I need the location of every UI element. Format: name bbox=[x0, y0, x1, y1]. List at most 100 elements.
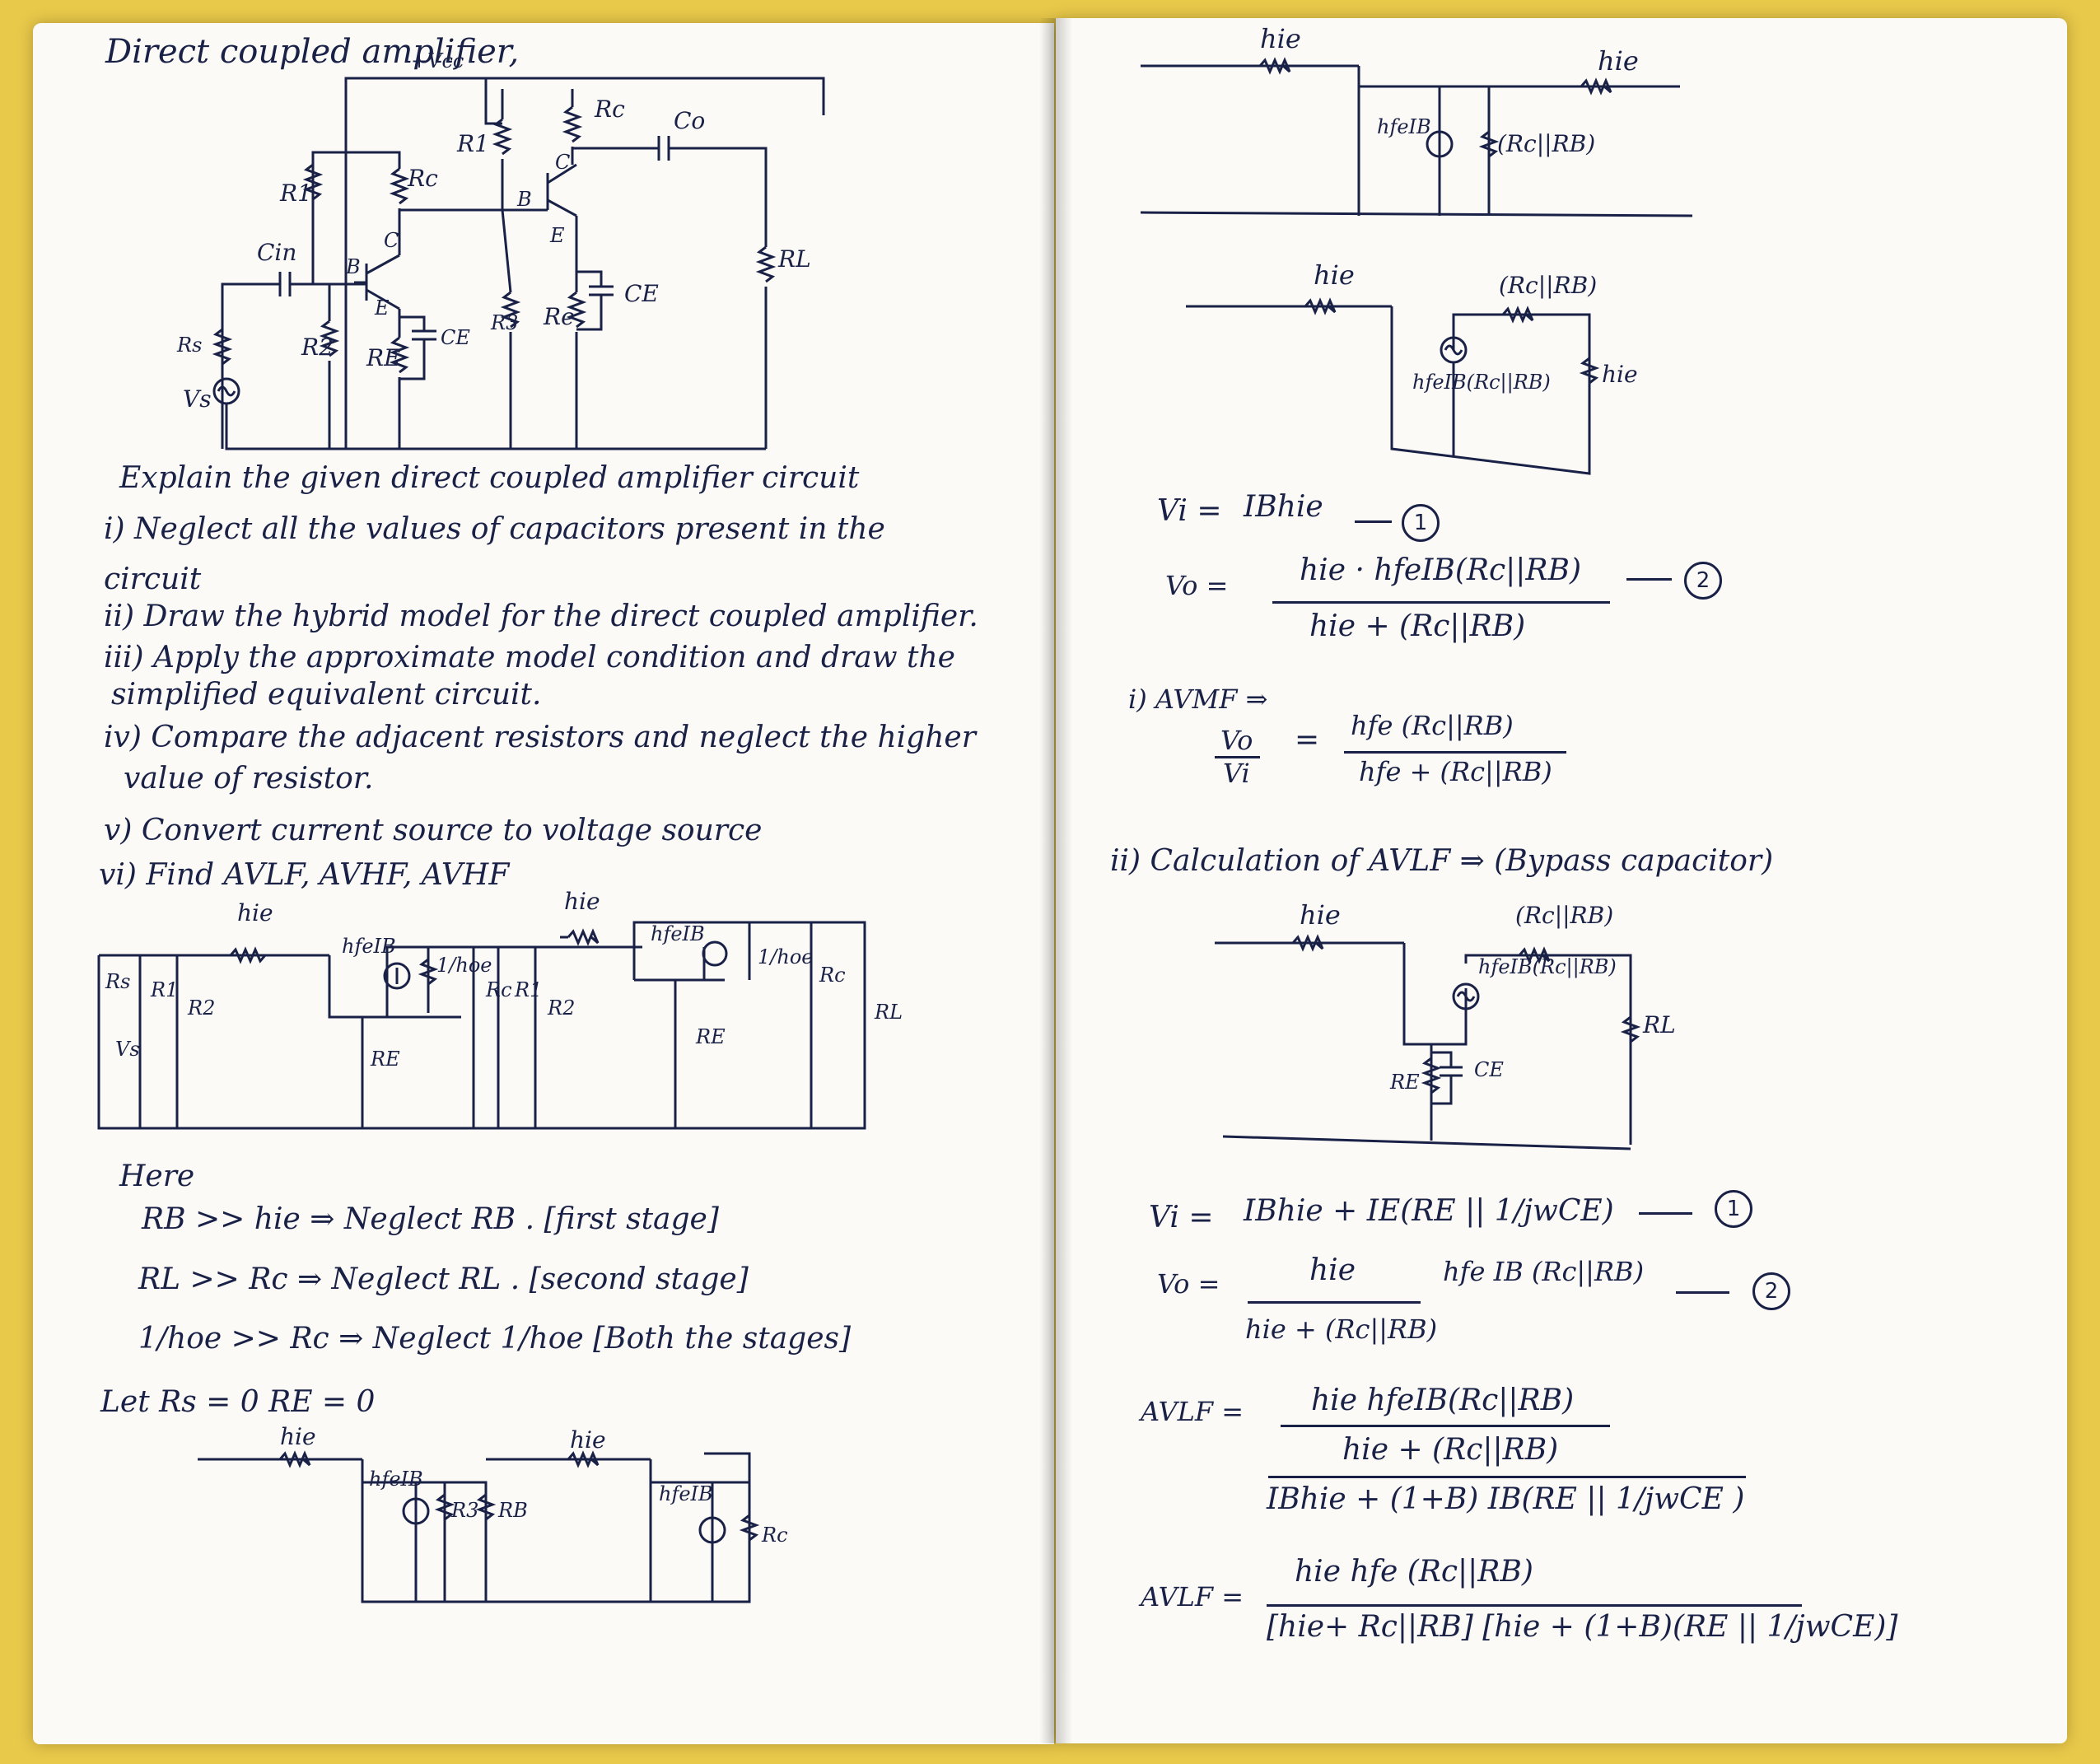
vo2-label: Vo = bbox=[1157, 1268, 1220, 1300]
hybrid-r2-b: R2 bbox=[548, 996, 576, 1020]
simplified-hfeib-1: hfeIB bbox=[369, 1468, 423, 1491]
avmf-lhs-bar bbox=[1215, 756, 1260, 758]
step-5: v) Convert current source to voltage sou… bbox=[104, 814, 763, 847]
avmf-vi: Vi bbox=[1223, 758, 1250, 789]
mid-circuit-hie-load: hie bbox=[1602, 361, 1638, 388]
here-label: Here bbox=[119, 1160, 195, 1193]
vi-expression: IBhie bbox=[1244, 490, 1323, 524]
simplified-hie-1: hie bbox=[280, 1423, 316, 1450]
condition-1: RB >> hie ⇒ Neglect RB . [first stage] bbox=[142, 1202, 719, 1236]
hybrid-hie-1: hie bbox=[237, 899, 273, 926]
vo-fraction-bar bbox=[1272, 601, 1610, 604]
book-gutter bbox=[1039, 18, 1072, 1743]
simplified-rb: RB bbox=[498, 1499, 528, 1522]
ce-stage1-label: CE bbox=[441, 326, 470, 349]
vo2-numerator: hie bbox=[1309, 1253, 1356, 1287]
step-3: iii) Apply the approximate model conditi… bbox=[104, 641, 955, 674]
lf-circuit-rcrb: (Rc||RB) bbox=[1515, 902, 1614, 929]
lf-circuit-ce: CE bbox=[1474, 1058, 1504, 1081]
step-4: iv) Compare the adjacent resistors and n… bbox=[104, 721, 976, 754]
eq2-dash bbox=[1626, 578, 1672, 581]
avlf-1-num-top: hie hfeIB(Rc||RB) bbox=[1311, 1384, 1575, 1417]
equation-1-marker: 1 bbox=[1402, 504, 1440, 542]
hybrid-rc-1: Rc bbox=[486, 978, 512, 1001]
vi2-expression: IBhie + IE(RE || 1/jwCE) bbox=[1244, 1194, 1614, 1228]
avlf-2-fraction-bar bbox=[1267, 1604, 1802, 1607]
re-stage2-label: Re bbox=[544, 303, 575, 330]
step-6: vi) Find AVLF, AVHF, AVHF bbox=[99, 858, 510, 892]
hybrid-r1-b: R1 bbox=[515, 978, 543, 1001]
eq1-dash bbox=[1355, 520, 1392, 523]
hybrid-rl: RL bbox=[875, 1001, 903, 1024]
base1-label: B bbox=[346, 255, 361, 278]
collector2-label: C bbox=[555, 151, 571, 174]
let-values: Let Rs = 0 RE = 0 bbox=[100, 1385, 376, 1419]
eq4-dash bbox=[1676, 1291, 1729, 1294]
step-2: ii) Draw the hybrid model for the direct… bbox=[104, 600, 978, 633]
equation-3-marker: 1 bbox=[1715, 1190, 1752, 1228]
step-1: i) Neglect all the values of capacitors … bbox=[104, 512, 885, 546]
lf-circuit-source: hfeIB(Rc||RB) bbox=[1478, 955, 1617, 978]
rl-label: RL bbox=[778, 245, 811, 273]
hybrid-re-1: RE bbox=[371, 1048, 400, 1071]
lf-circuit-re: RE bbox=[1390, 1071, 1420, 1094]
avlf-2-label: AVLF = bbox=[1141, 1581, 1244, 1612]
vo-numerator: hie · hfeIB(Rc||RB) bbox=[1300, 553, 1581, 587]
base2-label: B bbox=[517, 188, 532, 211]
avmf-label: i) AVMF ⇒ bbox=[1128, 684, 1268, 715]
hybrid-re-2: RE bbox=[696, 1025, 726, 1048]
rc-stage2-label: Rc bbox=[595, 96, 625, 123]
re-stage1-label: RE bbox=[366, 344, 401, 371]
avmf-numerator: hfe (Rc||RB) bbox=[1351, 710, 1514, 741]
lf-circuit-rl: RL bbox=[1643, 1011, 1676, 1038]
co-label: Co bbox=[674, 107, 706, 134]
top-circuit-hie-2: hie bbox=[1598, 45, 1639, 77]
collector1-label: C bbox=[384, 229, 399, 252]
avlf-heading: ii) Calculation of AVLF ⇒ (Bypass capaci… bbox=[1110, 844, 1774, 878]
vi-label: Vi = bbox=[1157, 494, 1222, 528]
hybrid-vs: Vs bbox=[115, 1038, 140, 1061]
vo2-fraction-bar bbox=[1248, 1301, 1421, 1304]
mid-circuit-rcrb: (Rc||RB) bbox=[1499, 272, 1598, 299]
vcc-label: +Vcc bbox=[411, 49, 464, 72]
simplified-r3: R3 bbox=[451, 1499, 479, 1522]
hybrid-hoe-1: 1/hoe bbox=[436, 954, 492, 977]
ce-stage2-label: CE bbox=[624, 280, 659, 307]
lf-circuit-hie: hie bbox=[1300, 899, 1341, 931]
simplified-hfeib-2: hfeIB bbox=[659, 1482, 713, 1505]
simplified-hie-2: hie bbox=[570, 1426, 606, 1454]
hybrid-hoe-2: 1/hoe bbox=[758, 945, 814, 968]
avlf-2-numerator: hie hfe (Rc||RB) bbox=[1295, 1555, 1533, 1589]
avlf-1-label: AVLF = bbox=[1141, 1396, 1244, 1427]
vo2-denominator: hie + (Rc||RB) bbox=[1245, 1314, 1438, 1345]
r2-label: R2 bbox=[301, 334, 334, 361]
vo2-tail: hfe IB (Rc||RB) bbox=[1443, 1256, 1645, 1287]
condition-3: 1/hoe >> Rc ⇒ Neglect 1/hoe [Both the st… bbox=[138, 1322, 852, 1356]
vs-label: Vs bbox=[183, 385, 212, 413]
vo-denominator: hie + (Rc||RB) bbox=[1309, 609, 1526, 643]
page-title: Direct coupled amplifier, bbox=[105, 33, 520, 71]
hybrid-rc-2: Rc bbox=[819, 964, 846, 987]
eq3-dash bbox=[1639, 1212, 1692, 1215]
equation-2-marker: 2 bbox=[1684, 562, 1722, 600]
condition-2: RL >> Rc ⇒ Neglect RL . [second stage] bbox=[138, 1262, 749, 1296]
hybrid-hfeib-2: hfeIB bbox=[651, 922, 705, 945]
avmf-fraction-bar bbox=[1344, 751, 1566, 754]
vo-label: Vo = bbox=[1165, 570, 1229, 601]
rc-stage1-label: Rc bbox=[408, 165, 438, 192]
equation-4-marker: 2 bbox=[1752, 1272, 1790, 1310]
r1-stage2-label: R1 bbox=[457, 130, 489, 157]
r1-stage1-label: R1 bbox=[280, 180, 312, 207]
mid-circuit-source: hfeIB(Rc||RB) bbox=[1412, 371, 1551, 394]
step-1-cont: circuit bbox=[104, 562, 202, 596]
hybrid-rs: Rs bbox=[105, 970, 131, 993]
avmf-denominator: hfe + (Rc||RB) bbox=[1359, 756, 1552, 787]
avlf-1-denominator: IBhie + (1+B) IB(RE || 1/jwCE ) bbox=[1267, 1482, 1745, 1516]
avlf-2-denominator: [hie+ Rc||RB] [hie + (1+B)(RE || 1/jwCE)… bbox=[1267, 1610, 1898, 1644]
avmf-vo: Vo bbox=[1220, 725, 1253, 756]
step-3-cont: simplified equivalent circuit. bbox=[111, 678, 542, 712]
emitter1-label: E bbox=[375, 296, 390, 320]
avmf-equals: = bbox=[1295, 723, 1320, 757]
hybrid-r2: R2 bbox=[188, 996, 216, 1020]
r3-label: R3 bbox=[491, 311, 519, 334]
